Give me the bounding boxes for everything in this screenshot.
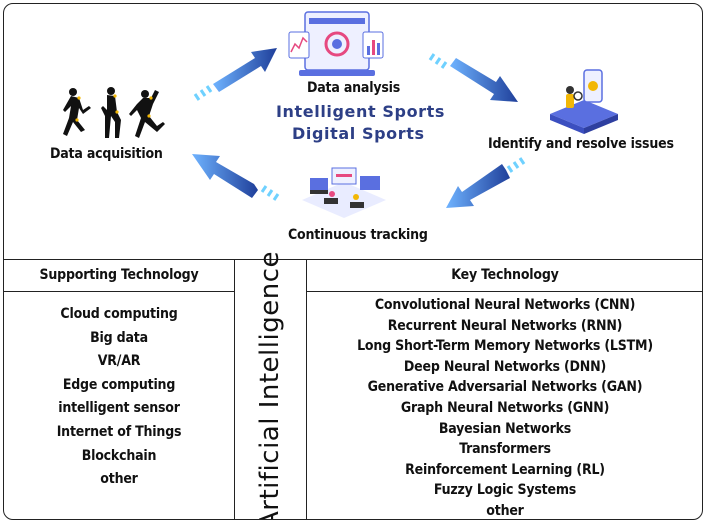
list-item: Deep Neural Networks (DNN) xyxy=(403,358,607,375)
data-analysis-illustration xyxy=(288,11,384,76)
key-technology-header: Key Technology xyxy=(306,259,702,292)
key-technology-column: Key Technology Convolutional Neural Netw… xyxy=(306,259,702,519)
artificial-intelligence-column: Artificial Intelligence xyxy=(234,251,307,519)
list-item: Recurrent Neural Networks (RNN) xyxy=(387,317,623,334)
list-item: Convolutional Neural Networks (CNN) xyxy=(374,297,636,313)
list-item: intelligent sensor xyxy=(58,400,180,417)
supporting-technology-column: Supporting Technology Cloud computing Bi… xyxy=(4,259,235,519)
list-item: other xyxy=(100,471,138,488)
list-item: other xyxy=(486,502,524,519)
arrow-to-analysis xyxy=(193,48,277,101)
list-item: Cloud computing xyxy=(60,306,178,322)
list-item: VR/AR xyxy=(97,353,141,370)
continuous-tracking-label: Continuous tracking xyxy=(288,227,428,243)
list-item: Big data xyxy=(90,329,148,346)
list-item: Bayesian Networks xyxy=(438,420,572,437)
list-item: Reinforcement Learning (RL) xyxy=(405,461,605,478)
arrow-to-tracking xyxy=(446,157,526,208)
supporting-technology-header: Supporting Technology xyxy=(4,259,234,292)
workflow-cycle: Data acquisition Data analysis Intellige… xyxy=(4,4,702,260)
diagram-frame: Data acquisition Data analysis Intellige… xyxy=(3,3,703,520)
artificial-intelligence-label: Artificial Intelligence xyxy=(255,251,285,520)
data-acquisition-label: Data acquisition xyxy=(50,146,163,162)
list-item: Edge computing xyxy=(62,376,176,393)
list-item: Internet of Things xyxy=(56,423,182,440)
list-item: Long Short-Term Memory Networks (LSTM) xyxy=(357,338,653,355)
digital-sports-label: Digital Sports xyxy=(292,124,425,143)
data-analysis-label: Data analysis xyxy=(307,80,401,96)
identify-resolve-label: Identify and resolve issues xyxy=(488,136,674,152)
intelligent-sports-label: Intelligent Sports xyxy=(276,102,446,121)
supporting-technology-list: Cloud computing Big data VR/AR Edge comp… xyxy=(4,292,234,492)
list-item: Graph Neural Networks (GNN) xyxy=(400,399,610,416)
identify-issues-illustration xyxy=(550,69,618,134)
key-technology-list: Convolutional Neural Networks (CNN) Recu… xyxy=(306,292,702,519)
arrow-to-identify xyxy=(428,53,518,102)
list-item: Blockchain xyxy=(81,447,157,464)
arrow-to-acquisition xyxy=(192,154,280,201)
list-item: Transformers xyxy=(459,441,551,458)
list-item: Generative Adversarial Networks (GAN) xyxy=(367,379,643,396)
athletes-illustration xyxy=(63,87,165,138)
continuous-tracking-illustration xyxy=(302,167,386,218)
list-item: Fuzzy Logic Systems xyxy=(433,482,577,499)
